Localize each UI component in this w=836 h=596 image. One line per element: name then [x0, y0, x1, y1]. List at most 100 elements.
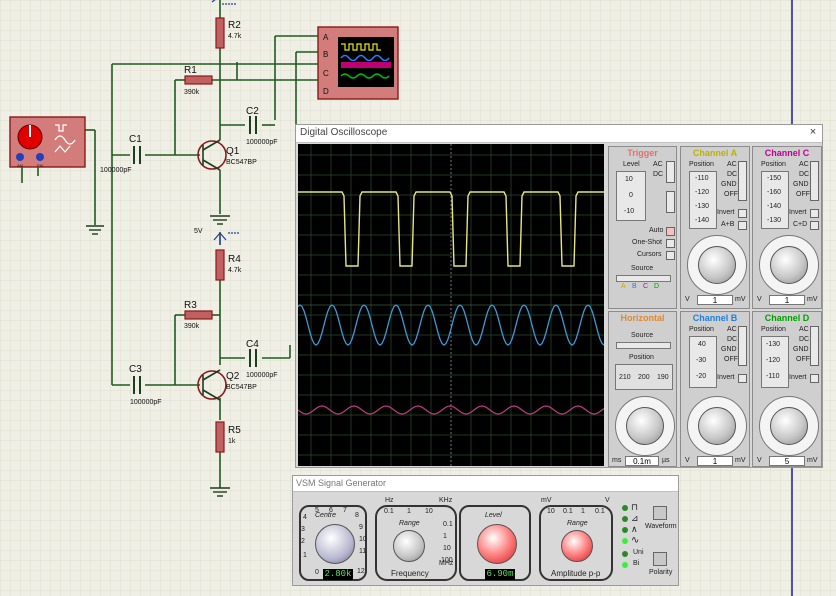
centre-tick-1: 1	[303, 552, 307, 559]
channel-b-pos-1: 40	[698, 341, 706, 348]
channel-b-volts-knob[interactable]	[698, 407, 736, 445]
centre-readout: 2.80k	[323, 569, 353, 580]
horizontal-source-slider[interactable]	[616, 342, 671, 349]
channel-c-sum-label: C+D	[793, 221, 808, 228]
amp-range-top-4: 0.1	[595, 508, 605, 515]
oscilloscope-symbol[interactable]	[317, 26, 399, 100]
trigger-scale-mid: 0	[629, 192, 633, 199]
signal-generator-window[interactable]: VSM Signal Generator Centre 2.80k 5 6 7 …	[292, 475, 679, 586]
channel-a-coupling-switch[interactable]	[738, 161, 747, 201]
channel-d-invert-button[interactable]	[810, 374, 819, 383]
channel-c-invert-button[interactable]	[810, 209, 819, 218]
trigger-oneshot-button[interactable]	[666, 239, 675, 248]
level-knob[interactable]	[477, 524, 517, 564]
channel-b-volts-dial[interactable]	[687, 396, 747, 456]
channel-d-volts-knob[interactable]	[770, 407, 808, 445]
freq-unit-khz: KHz	[439, 497, 453, 504]
channel-c-panel: Channel C Position -150 -160 -140 -130 A…	[752, 146, 822, 309]
trigger-source-c[interactable]: C	[643, 283, 649, 290]
amp-range-frame: 10 0.1 1 0.1 Range Amplitude p-p	[539, 505, 613, 581]
trigger-source-b[interactable]: B	[632, 283, 637, 290]
centre-label: Centre	[315, 512, 337, 519]
c1-name: C1	[129, 134, 142, 145]
channel-b-title: Channel B	[692, 313, 738, 323]
channel-d-invert-label: Invert	[789, 374, 807, 381]
trigger-source-label: Source	[631, 265, 654, 272]
channel-d-coupling-switch[interactable]	[810, 326, 819, 366]
triangle-wave-icon: ∧	[631, 524, 638, 534]
scope-input-c: C	[323, 69, 329, 78]
channel-c-sum-button[interactable]	[810, 221, 819, 230]
trigger-source-d[interactable]: D	[654, 283, 660, 290]
centre-tick-11: 11	[359, 548, 367, 555]
trigger-ac: AC	[653, 161, 663, 168]
centre-tick-6: 6	[329, 507, 333, 514]
channel-d-off: OFF	[796, 356, 810, 363]
square-wave-icon: ⊓	[631, 502, 639, 512]
centre-knob[interactable]	[315, 524, 355, 564]
channel-d-unit-v: V	[757, 457, 762, 464]
horizontal-pos-3: 190	[657, 374, 669, 381]
trigger-source-slider[interactable]	[616, 275, 671, 282]
horizontal-position-slider[interactable]: 210 200 190	[615, 364, 673, 390]
channel-b-invert-label: Invert	[717, 374, 735, 381]
channel-b-position-label: Position	[689, 326, 714, 333]
waveform-button[interactable]	[653, 506, 667, 520]
trigger-source-a[interactable]: A	[621, 283, 626, 290]
amp-range-label: Range	[567, 520, 588, 527]
channel-a-position-slider[interactable]: -110 -120 -130 -140	[689, 171, 717, 229]
channel-b-dc: DC	[727, 336, 738, 343]
trigger-coupling-switch[interactable]	[666, 161, 675, 183]
amp-range-knob[interactable]	[561, 530, 593, 562]
channel-b-pos-2: -30	[696, 357, 707, 364]
polarity-button[interactable]	[653, 552, 667, 566]
r2-value: 4.7k	[228, 33, 242, 40]
scope-input-d: D	[323, 87, 329, 96]
channel-a-invert-label: Invert	[717, 209, 735, 216]
signal-generator-titlebar[interactable]: VSM Signal Generator	[293, 476, 678, 492]
channel-b-unit-v: V	[685, 457, 690, 464]
channel-c-coupling-switch[interactable]	[810, 161, 819, 201]
channel-a-volts-knob[interactable]	[698, 246, 736, 284]
trigger-auto-label: Auto	[649, 227, 664, 234]
generator-symbol[interactable]	[9, 116, 86, 183]
channel-c-ac: AC	[799, 161, 809, 168]
channel-d-pos-2: -120	[766, 357, 781, 364]
channel-b-unit-mv: mV	[735, 457, 746, 464]
channel-b-invert-button[interactable]	[738, 374, 747, 383]
horizontal-timebase-knob[interactable]	[626, 407, 664, 445]
amplitude-label: Amplitude p-p	[551, 569, 601, 578]
amp-range-top-3: 1	[581, 508, 585, 515]
channel-b-coupling-switch[interactable]	[738, 326, 747, 366]
centre-tick-2: 2	[301, 538, 305, 545]
freq-range-frame: 0.1 1 10 Range 0.1 1 10 100 Frequency	[375, 505, 457, 581]
channel-a-invert-button[interactable]	[738, 209, 747, 218]
channel-d-dc: DC	[799, 336, 810, 343]
freq-range-knob[interactable]	[393, 530, 425, 562]
centre-tick-0: 0	[315, 569, 319, 576]
oscilloscope-window[interactable]: Digital Oscilloscope × Trigger Level 10 …	[295, 124, 823, 468]
trigger-cursors-button[interactable]	[666, 251, 675, 260]
trigger-edge-switch[interactable]	[666, 191, 675, 213]
c2-value: 100000pF	[246, 139, 278, 146]
channel-a-pos-3: -130	[695, 203, 710, 210]
oscilloscope-titlebar[interactable]: Digital Oscilloscope ×	[296, 125, 822, 143]
close-icon[interactable]: ×	[809, 126, 817, 138]
channel-a-pos-1: -110	[695, 175, 709, 182]
channel-a-sum-button[interactable]	[738, 221, 747, 230]
freq-range-side-2: 1	[443, 533, 447, 540]
c2-name: C2	[246, 106, 259, 117]
trigger-auto-button[interactable]	[666, 227, 675, 236]
channel-c-position-slider[interactable]: -150 -160 -140 -130	[761, 171, 789, 229]
c3-value: 100000pF	[130, 399, 162, 406]
scope-input-a: A	[323, 33, 329, 42]
channel-c-unit-v: V	[757, 296, 762, 303]
channel-c-volts-knob[interactable]	[770, 246, 808, 284]
channel-d-position-slider[interactable]: -130 -120 -110	[761, 336, 789, 388]
channel-a-position-label: Position	[689, 161, 714, 168]
waveform-label: Waveform	[645, 523, 677, 530]
freq-range-side-4: 100	[441, 557, 453, 564]
channel-b-position-slider[interactable]: 40 -30 -20	[689, 336, 717, 388]
level-frame: Level 6.90m	[459, 505, 531, 581]
trigger-level-slider[interactable]: 10 0 -10	[616, 171, 646, 221]
